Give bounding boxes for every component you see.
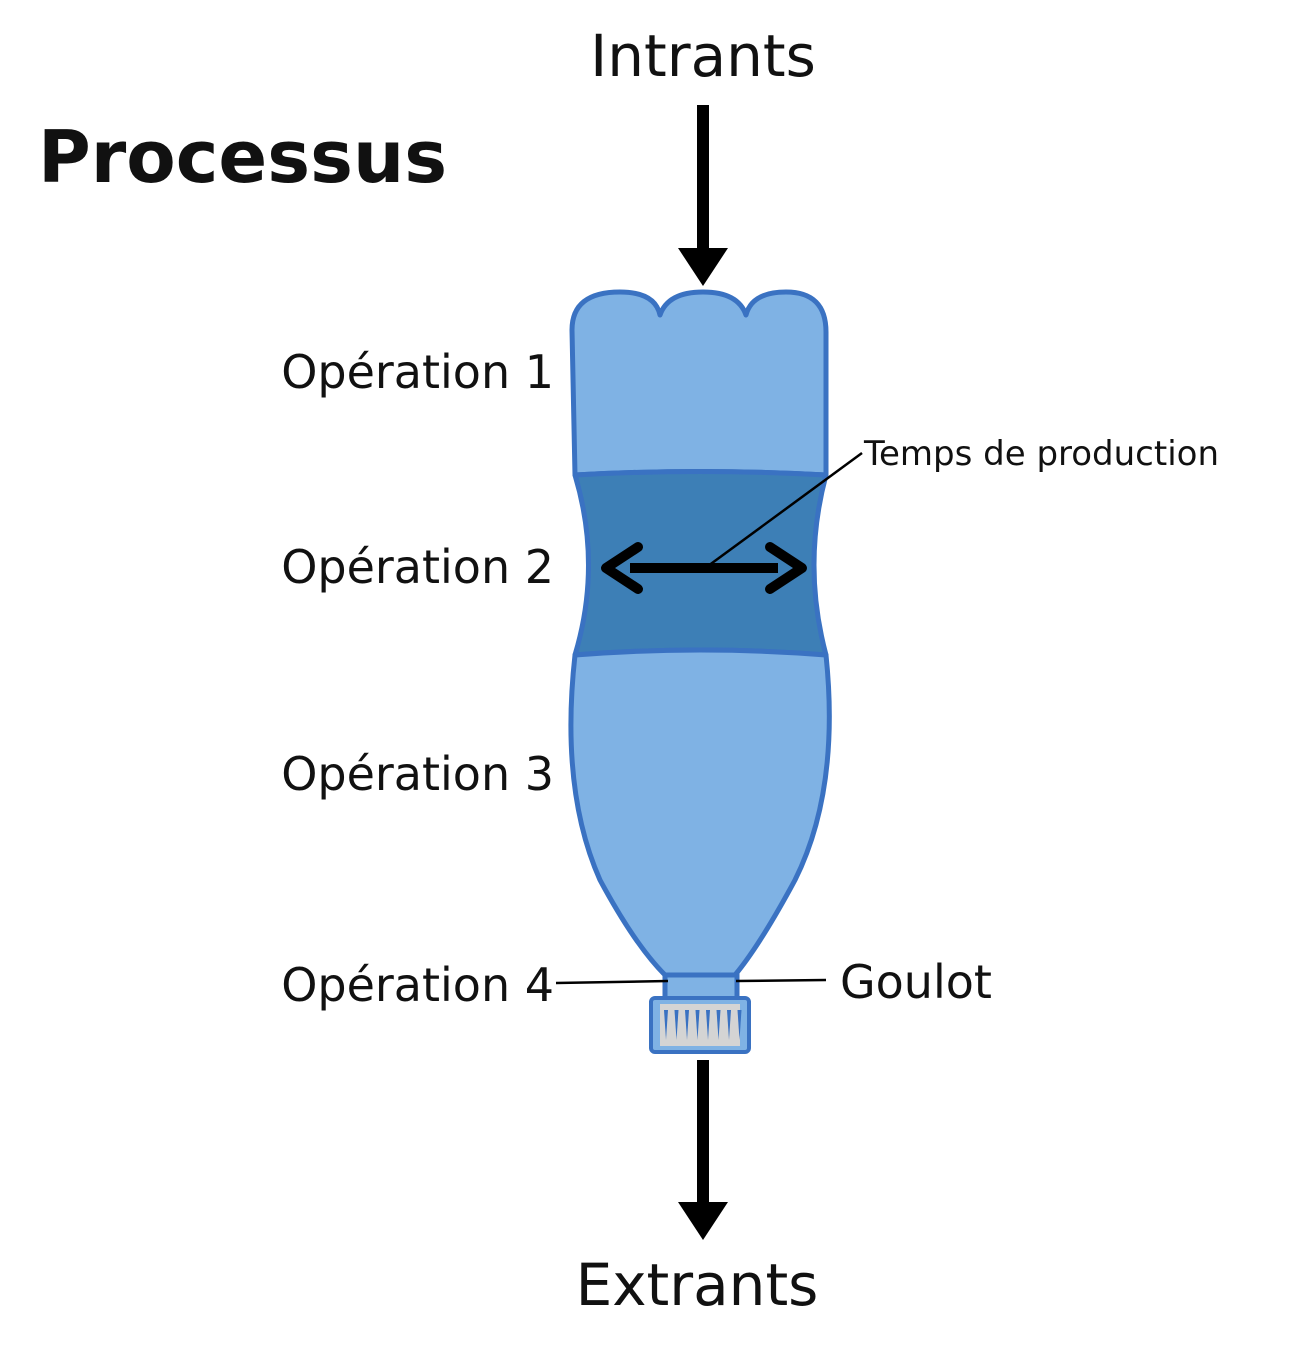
production-time-arrow xyxy=(601,542,807,594)
cap-grip-tooth xyxy=(664,1010,668,1040)
cap-grip-tooth xyxy=(706,1010,710,1040)
input-label: Intrants xyxy=(590,22,816,90)
production-time-label: Temps de production xyxy=(863,434,1219,474)
production-time-leader xyxy=(707,451,863,568)
bottle-section-1 xyxy=(569,289,829,478)
diagram-title: Processus xyxy=(38,115,447,199)
operation-4-label: Opération 4 xyxy=(281,958,554,1012)
output-arrow xyxy=(678,1060,728,1240)
bottle-neck xyxy=(662,972,740,1002)
neck-leader-right xyxy=(735,978,827,983)
cap-grip-tooth xyxy=(685,1010,689,1040)
bottle-section-3 xyxy=(568,647,832,978)
output-label: Extrants xyxy=(576,1251,819,1319)
operation-1-label: Opération 1 xyxy=(281,345,554,399)
input-arrow xyxy=(678,105,728,286)
operation-2-label: Opération 2 xyxy=(281,540,554,594)
cap-grip-tooth xyxy=(737,1010,742,1040)
cap-grip-tooth xyxy=(727,1010,731,1040)
cap-grip-tooth xyxy=(674,1010,679,1040)
cap-grip-tooth xyxy=(716,1010,721,1040)
neck-leader-left xyxy=(555,979,669,985)
neck-label: Goulot xyxy=(840,955,992,1009)
bottle-cap xyxy=(649,996,751,1054)
cap-grip-tooth xyxy=(695,1010,700,1040)
operation-3-label: Opération 3 xyxy=(281,747,554,801)
